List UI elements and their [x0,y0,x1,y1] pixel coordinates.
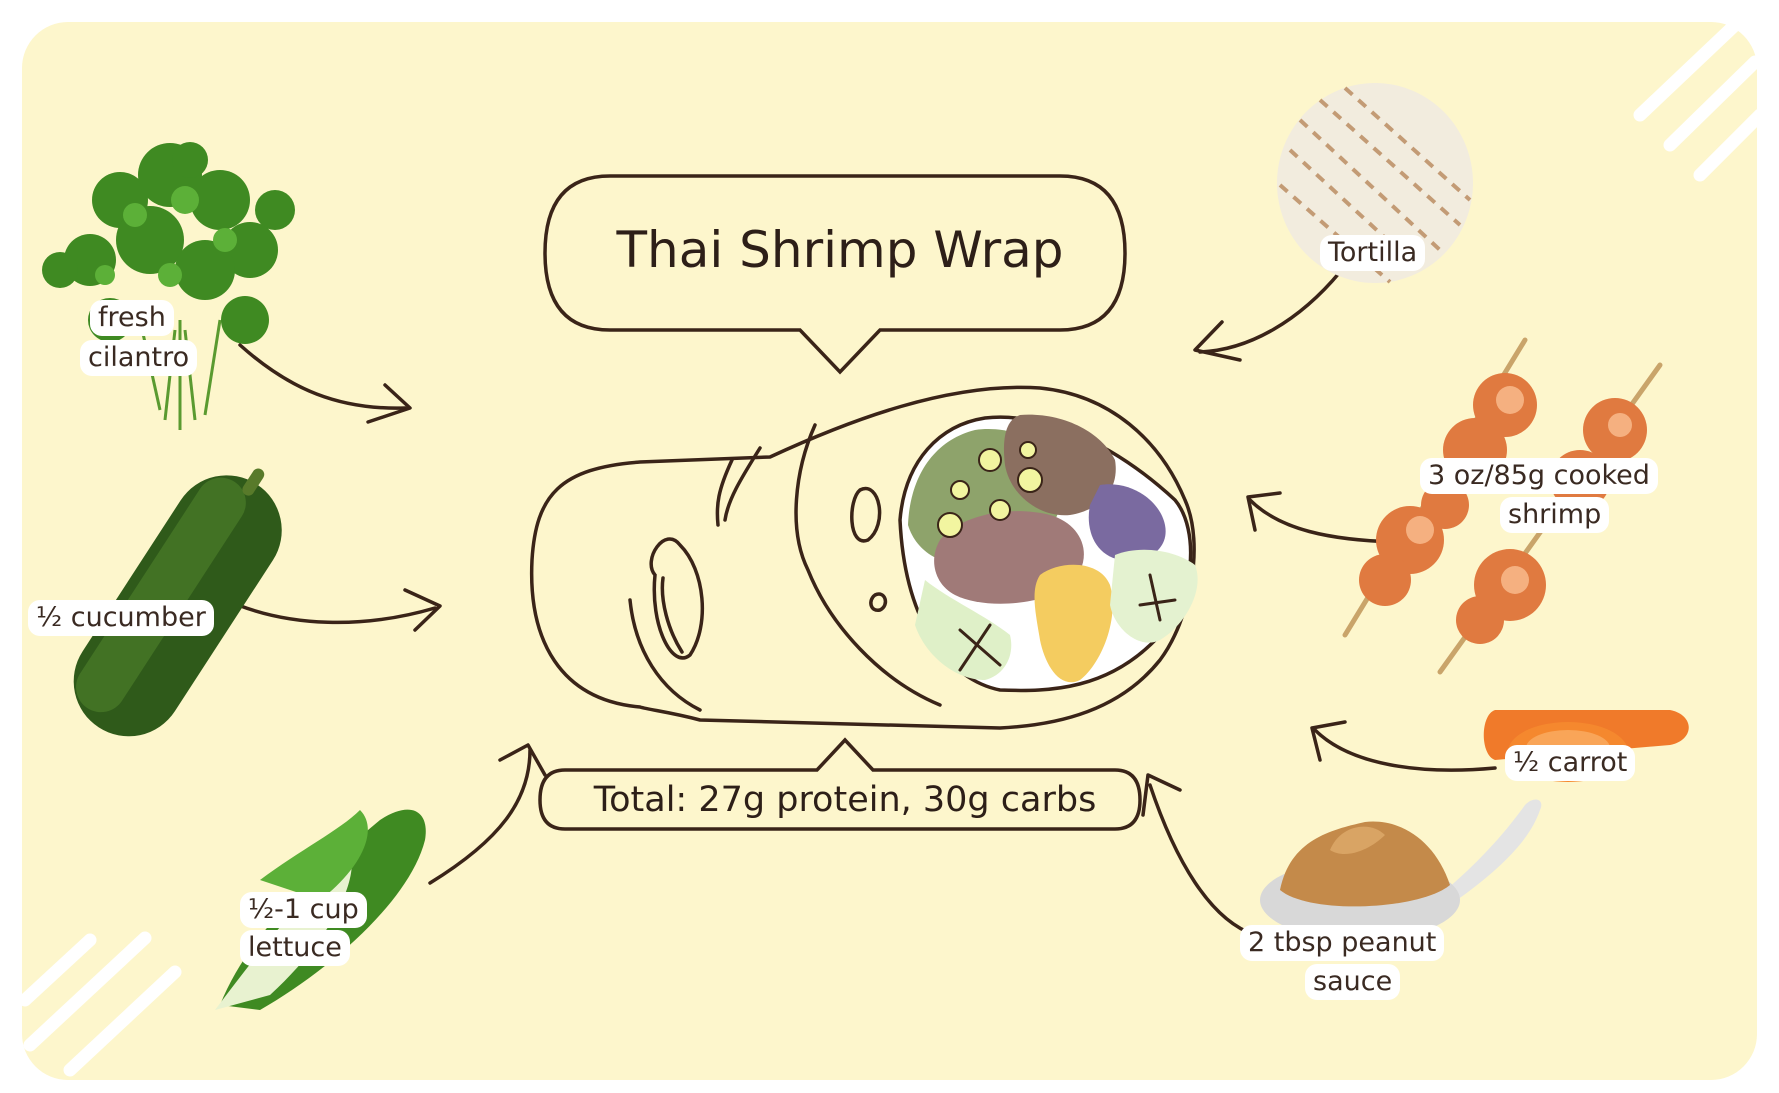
cilantro-label-line1: fresh [90,300,174,336]
total-nutrition: Total: 27g protein, 30g carbs [593,780,1097,820]
total-bubble [538,737,1142,831]
peanut-sauce-label-line1: 2 tbsp peanut [1240,925,1445,961]
cucumber-label: ½ cucumber [28,600,214,636]
arrow-cilantro [238,343,407,410]
lettuce-label-line2: lettuce [240,930,350,966]
shrimp-skewer-icon [1342,337,1663,675]
arrow-lettuce [428,748,532,885]
carrot-label: ½ carrot [1505,745,1636,781]
arrow-carrot [1313,728,1497,772]
connector-arrows [236,270,1497,937]
wrap-filling [898,414,1198,693]
tortilla-label: Tortilla [1320,235,1426,271]
lettuce-label-line1: ½-1 cup [240,892,367,928]
cilantro-icon [42,142,295,430]
shrimp-label-line1: 3 oz/85g cooked [1420,458,1658,494]
page-title: Thai Shrimp Wrap [616,221,1064,279]
cilantro-label-line2: cilantro [80,340,198,376]
decorative-stripes-top-right [1633,18,1767,182]
wrap-illustration [529,385,1196,730]
decorative-stripes-bottom-left [18,931,182,1077]
arrow-cucumber [236,603,437,625]
peanut-sauce-icon [1260,799,1542,940]
arrow-peanut-sauce [1148,783,1257,937]
peanut-sauce-label-line2: sauce [1305,964,1401,1000]
arrow-shrimp [1248,498,1397,544]
title-bubble [543,174,1127,375]
shrimp-label-line2: shrimp [1500,497,1610,533]
arrow-tortilla [1198,270,1342,354]
